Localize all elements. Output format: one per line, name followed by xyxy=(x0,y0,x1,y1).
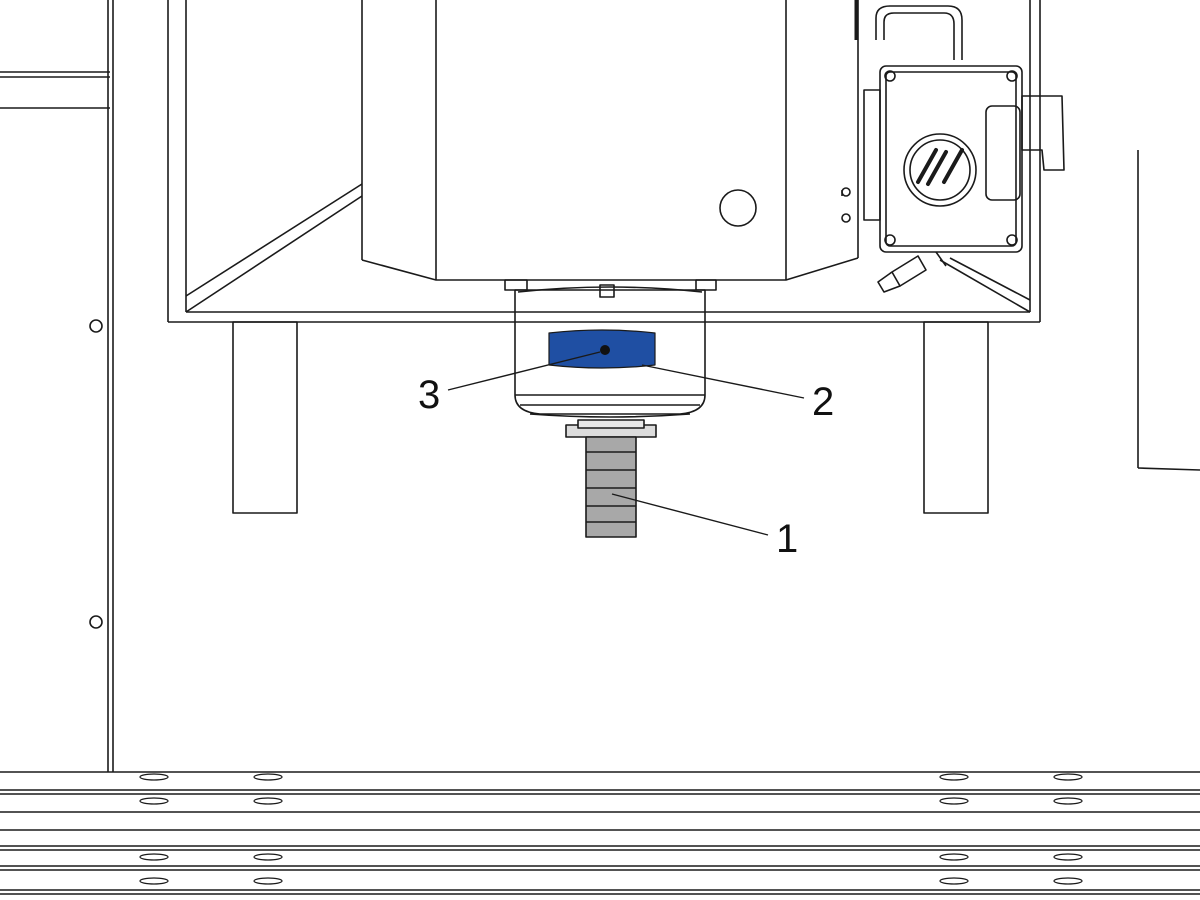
leader-lines xyxy=(447,351,805,536)
t-slot-holes xyxy=(139,773,1083,885)
panel-screw xyxy=(89,615,103,629)
blue-band xyxy=(548,329,656,369)
callout-2-label: 2 xyxy=(812,380,834,424)
tool-holder xyxy=(565,419,657,538)
spindle-nose xyxy=(504,279,717,418)
haas-logo-icon xyxy=(903,133,977,207)
box-screw xyxy=(1006,234,1018,246)
leader-line-3 xyxy=(447,351,601,391)
box-screw xyxy=(1006,70,1018,82)
right-enclosure-edge xyxy=(1137,150,1200,471)
leader-line-2 xyxy=(641,364,805,399)
electrical-box xyxy=(841,5,1065,293)
spindle-head-housing xyxy=(167,0,1041,323)
t-slot-table xyxy=(0,771,1200,895)
callout-1-label: 1 xyxy=(776,517,798,561)
spindle-motor-box xyxy=(361,0,859,281)
reference-point-dot xyxy=(600,345,610,355)
support-legs xyxy=(232,321,989,514)
callout-3-label: 3 xyxy=(418,373,440,417)
nose-bolt xyxy=(504,279,528,291)
panel-screw xyxy=(89,319,103,333)
leader-line-1 xyxy=(611,493,769,536)
cable-connector xyxy=(877,251,947,293)
nose-bolt xyxy=(599,284,615,298)
motor-box-port xyxy=(719,189,757,227)
nose-bolt xyxy=(695,279,717,291)
left-enclosure-panel xyxy=(0,0,114,772)
box-screw xyxy=(884,234,896,246)
box-screw xyxy=(884,70,896,82)
